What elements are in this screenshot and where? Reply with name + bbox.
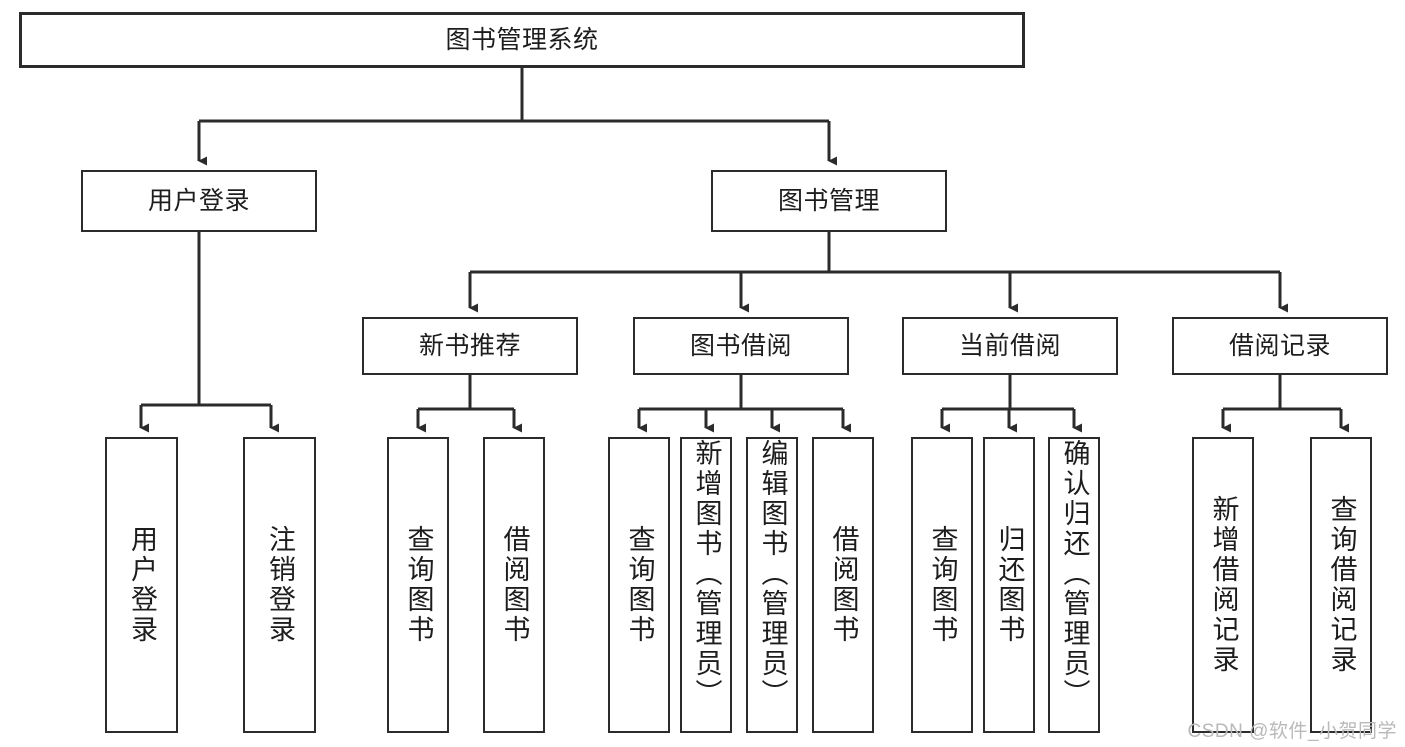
leaf-edit-book-admin[interactable]: 编辑图书（管理员）: [746, 437, 798, 733]
node-label: 借阅记录: [1228, 332, 1331, 360]
node-label: 用户登录: [127, 525, 157, 645]
leaf-query-book-recommend[interactable]: 查询图书: [387, 437, 449, 733]
node-label: 确认归还（管理员）: [1059, 439, 1090, 709]
node-borrow-records[interactable]: 借阅记录: [1172, 317, 1388, 375]
leaf-logout[interactable]: 注销登录: [243, 437, 316, 733]
node-label: 新书推荐: [418, 332, 521, 360]
node-book-management[interactable]: 图书管理: [711, 170, 947, 232]
node-label: 查询借阅记录: [1326, 495, 1357, 675]
node-label: 编辑图书（管理员）: [757, 439, 788, 709]
node-label: 用户登录: [147, 187, 250, 215]
leaf-query-book[interactable]: 查询图书: [608, 437, 670, 733]
leaf-confirm-return-admin[interactable]: 确认归还（管理员）: [1048, 437, 1100, 733]
node-label: 新增借阅记录: [1208, 495, 1239, 675]
node-label: 查询图书: [403, 525, 434, 645]
node-label: 归还图书: [994, 525, 1025, 645]
node-label: 图书借阅: [689, 332, 792, 360]
node-label: 借阅图书: [499, 525, 530, 645]
leaf-add-book-admin[interactable]: 新增图书（管理员）: [680, 437, 732, 733]
leaf-return-book[interactable]: 归还图书: [983, 437, 1035, 733]
node-label: 图书管理: [777, 187, 880, 215]
leaf-borrow-book[interactable]: 借阅图书: [812, 437, 874, 733]
node-label: 新增图书（管理员）: [691, 439, 722, 709]
node-label: 图书管理系统: [445, 26, 599, 54]
node-label: 查询图书: [927, 525, 958, 645]
node-label: 注销登录: [265, 525, 295, 645]
node-new-book-recommend[interactable]: 新书推荐: [362, 317, 578, 375]
node-root[interactable]: 图书管理系统: [19, 12, 1025, 68]
node-book-borrow[interactable]: 图书借阅: [633, 317, 849, 375]
leaf-add-borrow-record[interactable]: 新增借阅记录: [1192, 437, 1254, 733]
leaf-borrow-book-recommend[interactable]: 借阅图书: [483, 437, 545, 733]
node-label: 当前借阅: [958, 332, 1061, 360]
watermark: CSDN @软件_小贺同学: [1187, 721, 1397, 742]
node-user-login[interactable]: 用户登录: [81, 170, 317, 232]
leaf-query-borrow-record[interactable]: 查询借阅记录: [1310, 437, 1372, 733]
node-current-borrow[interactable]: 当前借阅: [902, 317, 1118, 375]
node-label: 借阅图书: [828, 525, 859, 645]
leaf-user-login[interactable]: 用户登录: [105, 437, 178, 733]
leaf-query-book-current[interactable]: 查询图书: [911, 437, 973, 733]
node-label: 查询图书: [624, 525, 655, 645]
